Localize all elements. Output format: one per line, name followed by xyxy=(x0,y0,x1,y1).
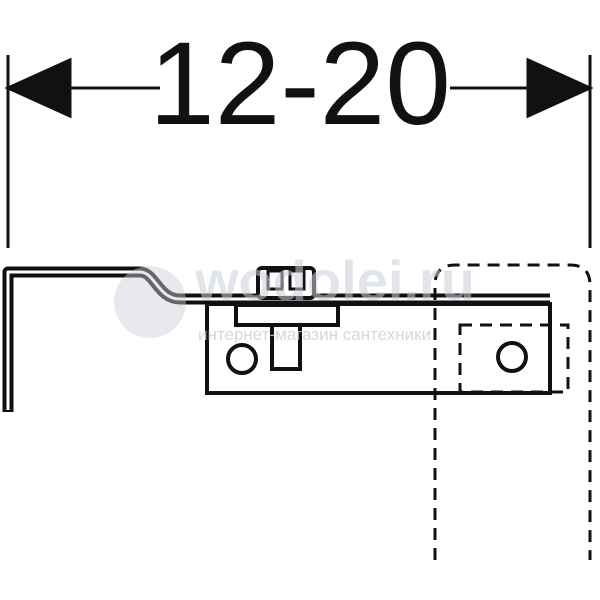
watermark: wodolei.ru интернет-магазин сантехники xyxy=(114,249,475,344)
watermark-drop-icon xyxy=(114,266,186,338)
mounting-hole-left xyxy=(226,343,258,375)
mounting-hole-right xyxy=(496,341,528,373)
dimension-line xyxy=(4,55,594,248)
dimension-label: 12-20 xyxy=(149,18,451,150)
watermark-tagline: интернет-магазин сантехники xyxy=(198,325,431,344)
mounting-plate xyxy=(205,302,552,395)
adjustment-screw xyxy=(234,266,340,371)
arrow-left-icon xyxy=(4,57,72,119)
arrow-right-icon xyxy=(526,57,594,119)
watermark-brand: wodolei.ru xyxy=(194,249,475,312)
alternate-position-outline xyxy=(433,263,592,560)
